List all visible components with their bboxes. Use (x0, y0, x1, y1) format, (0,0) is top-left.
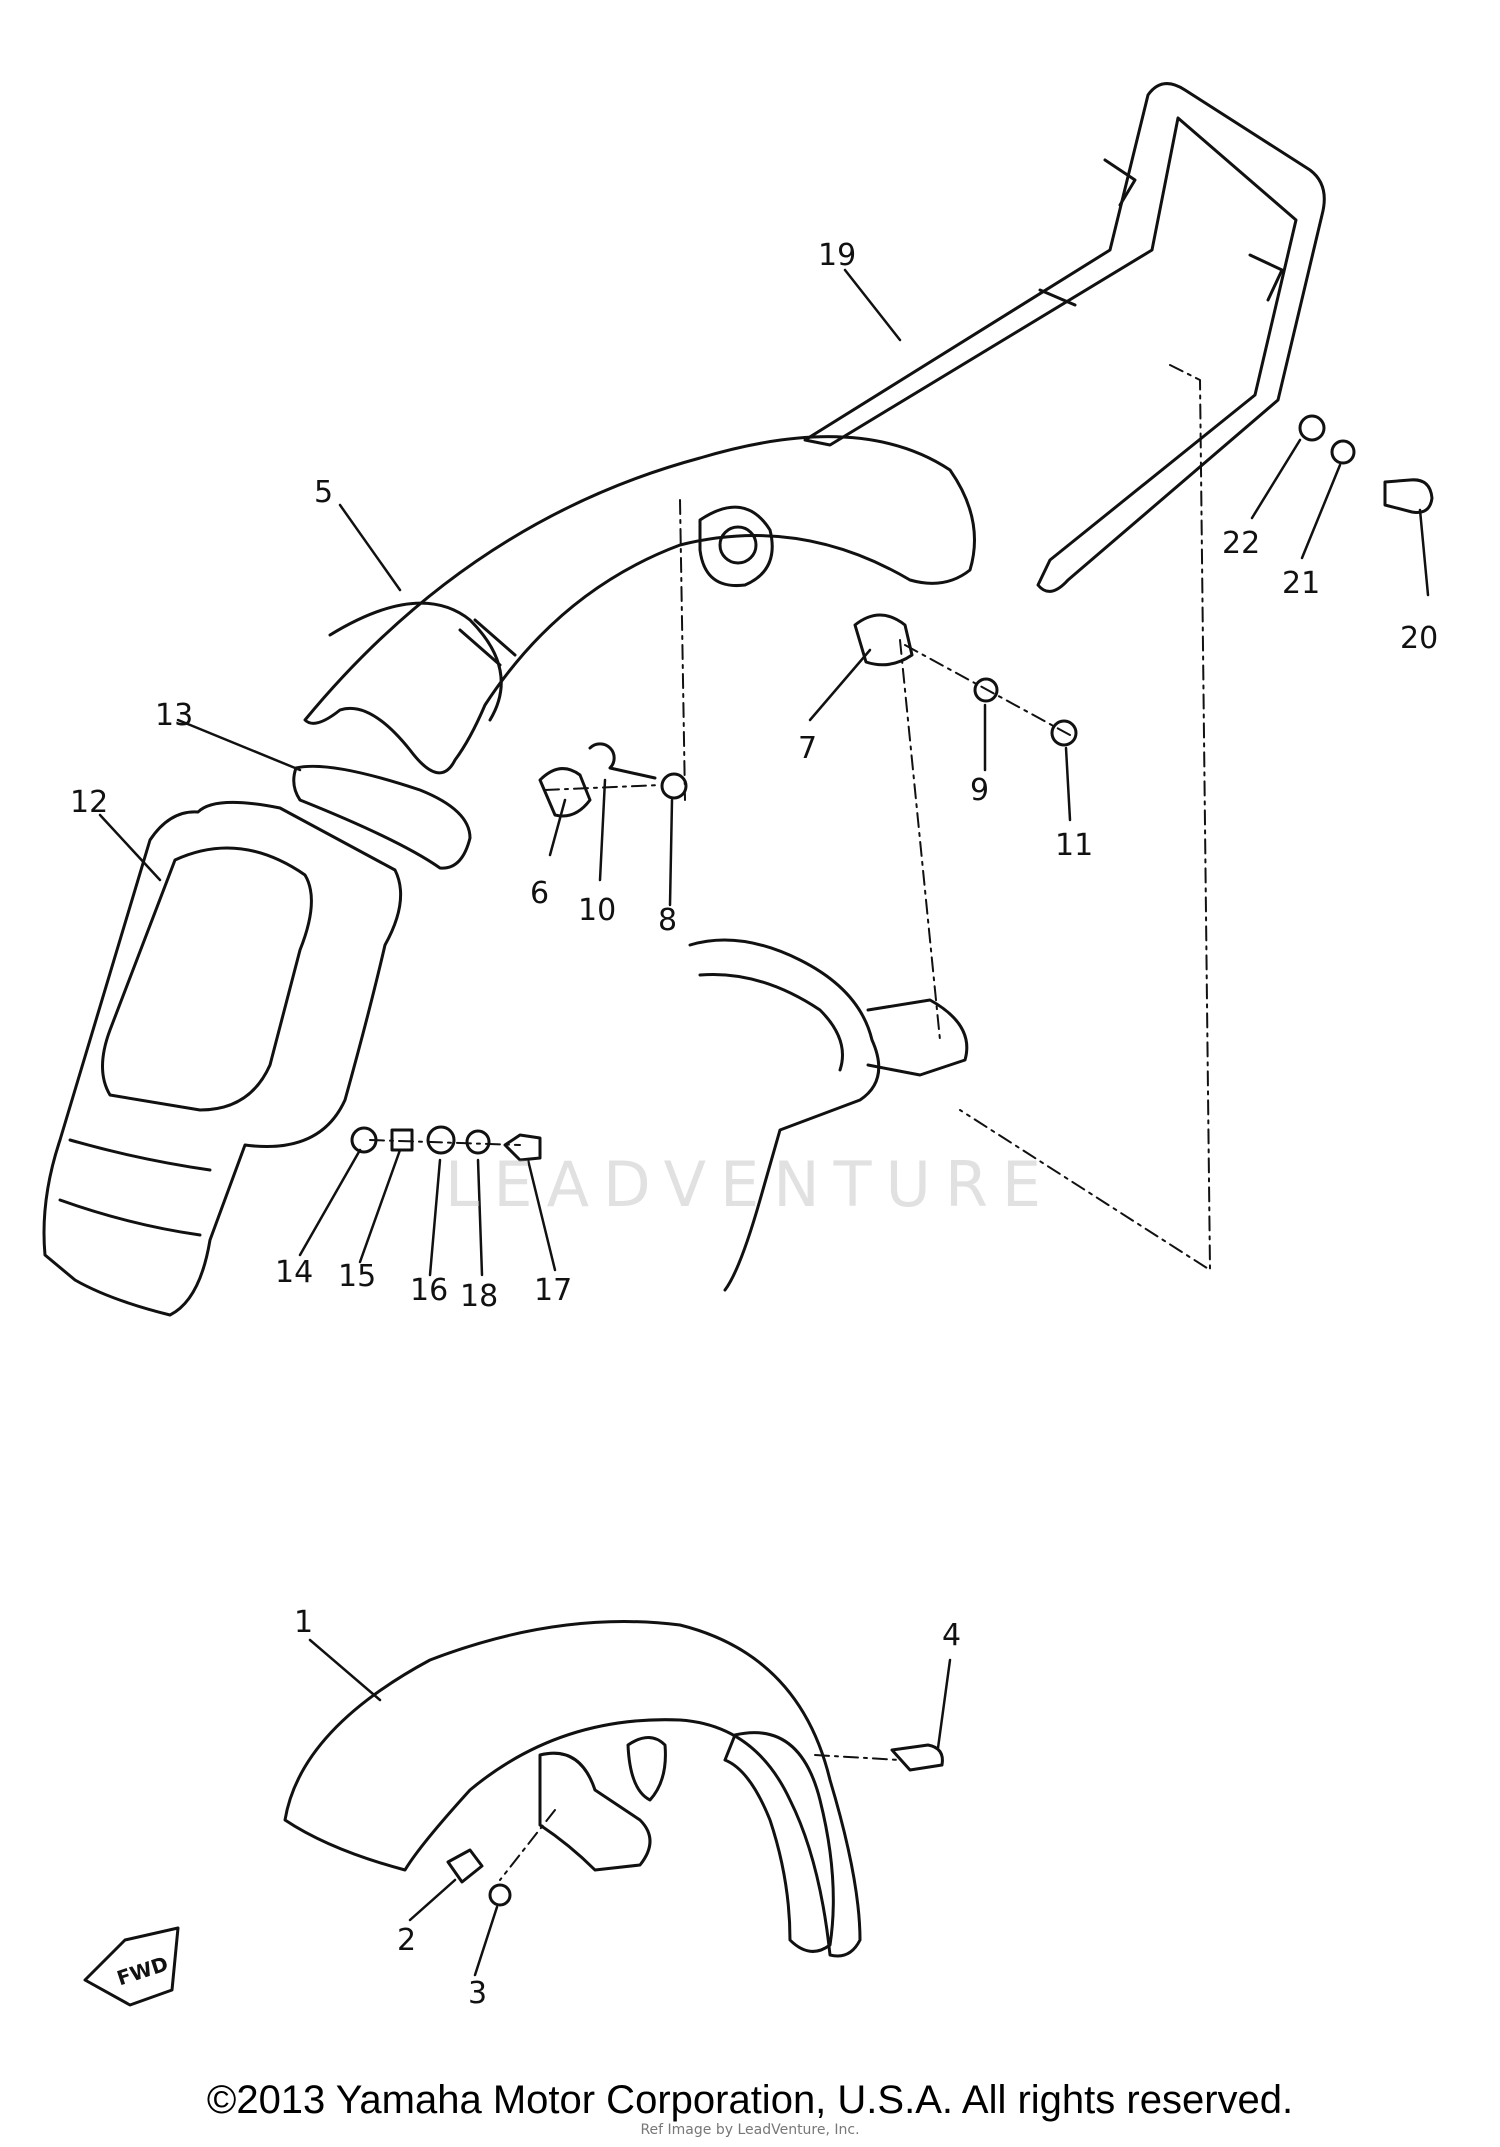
mount-hardware-b (853, 613, 1078, 747)
callout-11: 11 (1055, 828, 1093, 863)
forward-arrow-icon (83, 1926, 180, 2007)
callout-15: 15 (338, 1259, 376, 1294)
callout-17: 17 (534, 1273, 572, 1308)
callout-3: 3 (468, 1976, 487, 2011)
callout-6: 6 (530, 876, 549, 911)
callout-10: 10 (578, 893, 616, 928)
callout-5: 5 (314, 475, 333, 510)
callout-1: 1 (294, 1605, 313, 1640)
frame-section (688, 938, 969, 1292)
forward-label: FWD (114, 1951, 171, 1990)
watermark: LEADVENTURE (444, 1148, 1056, 1221)
leader-lines (98, 268, 1430, 1977)
callout-22: 22 (1222, 526, 1260, 561)
callout-12: 12 (70, 785, 108, 820)
callout-14: 14 (275, 1255, 313, 1290)
assembly-lines (369, 364, 1211, 1881)
front-fender (283, 1620, 862, 1958)
mount-hardware-a (538, 742, 688, 818)
rear-fender (303, 435, 976, 775)
callout-4: 4 (942, 1618, 961, 1653)
front-fender-hardware (446, 1743, 944, 1907)
callout-21: 21 (1282, 566, 1320, 601)
callout-9: 9 (970, 773, 989, 808)
callout-7: 7 (798, 731, 817, 766)
footer-overlay: Ref Image by LeadVenture, Inc. (640, 2122, 860, 2138)
callout-13: 13 (155, 698, 193, 733)
callout-8: 8 (658, 903, 677, 938)
stay-strip (292, 764, 472, 870)
callout-labels: 1 2 3 4 5 6 7 8 9 10 11 12 13 14 15 16 1… (70, 238, 1438, 2011)
rail-bolt-set (1298, 414, 1434, 514)
copyright-footer: ©2013 Yamaha Motor Corporation, U.S.A. A… (206, 2078, 1294, 2122)
callout-19: 19 (818, 238, 856, 273)
callout-20: 20 (1400, 621, 1438, 656)
callout-16: 16 (410, 1273, 448, 1308)
rear-flap (42, 800, 403, 1317)
grab-rail (803, 82, 1326, 593)
callout-18: 18 (460, 1279, 498, 1314)
callout-2: 2 (397, 1923, 416, 1958)
